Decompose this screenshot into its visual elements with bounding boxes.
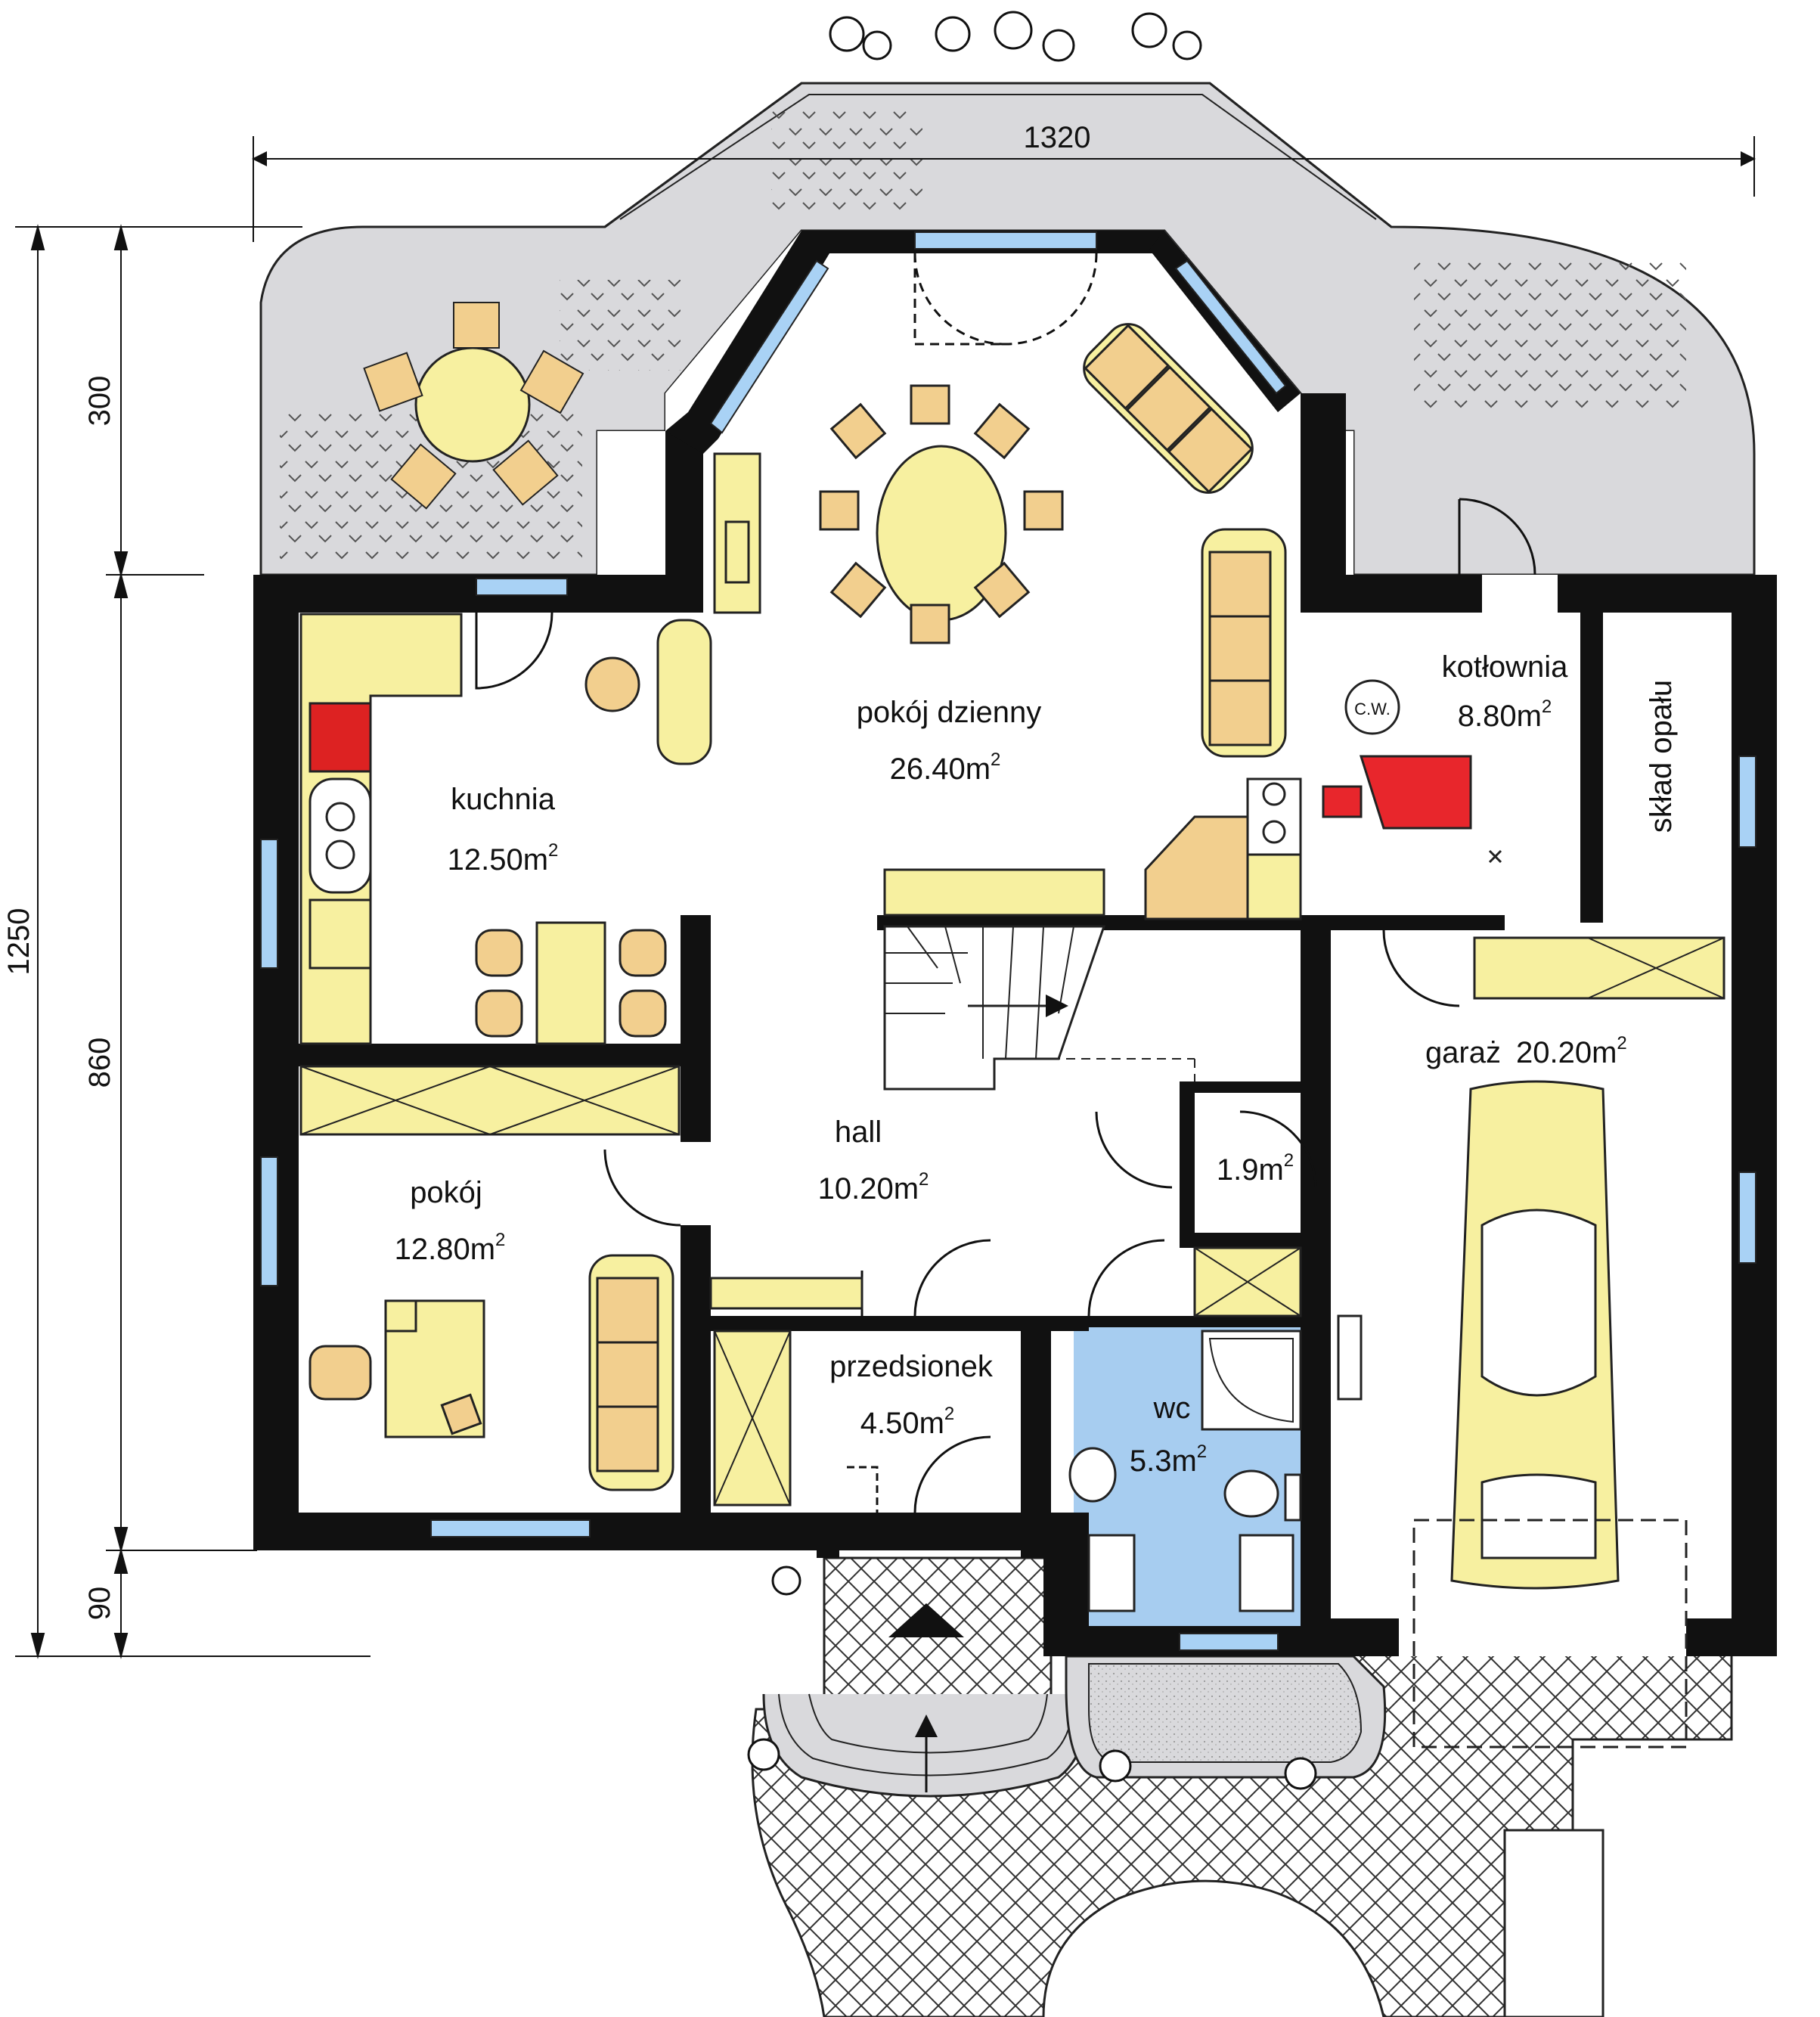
room-name-kuchnia: kuchnia xyxy=(451,783,556,816)
room-name-pokoj: pokój xyxy=(410,1176,482,1209)
dimension-labels: 1320 1250 300 860 90 xyxy=(2,121,1090,1620)
room-area-garaz: 20.20m2 xyxy=(1516,1033,1627,1069)
vestibule-furniture xyxy=(709,1277,863,1507)
room-area-pokoj: 12.80m2 xyxy=(395,1230,506,1266)
room-name-wc: wc xyxy=(1153,1392,1191,1425)
room-area-schowek: 1.9m2 xyxy=(1217,1150,1294,1187)
equipment-labels: C.W. xyxy=(1354,700,1391,718)
room-area-wc: 5.3m2 xyxy=(1130,1441,1207,1478)
room-area-pokoj-dzienny: 26.40m2 xyxy=(890,749,1001,786)
room-area-przedsionek: 4.50m2 xyxy=(860,1404,955,1440)
room-area-kotlownia: 8.80m2 xyxy=(1458,697,1552,733)
planter-bed xyxy=(1065,1655,1387,1779)
dimension-house-depth: 860 xyxy=(83,1038,116,1088)
staircase xyxy=(883,925,1195,1091)
walls xyxy=(253,231,1777,1656)
room-furniture xyxy=(309,1254,674,1491)
water-heater-label: C.W. xyxy=(1354,700,1391,718)
dimension-height-total: 1250 xyxy=(2,908,36,976)
room-name-garaz: garaż xyxy=(1425,1036,1501,1069)
dimension-entrance-depth: 90 xyxy=(83,1587,116,1621)
room-name-sklad-opalu: skład opału xyxy=(1645,680,1678,833)
dimension-terrace-depth: 300 xyxy=(83,376,116,427)
windows xyxy=(260,231,1756,1651)
dimension-width-total: 1320 xyxy=(1024,121,1091,154)
room-name-pokoj-dzienny: pokój dzienny xyxy=(857,696,1042,729)
boiler-room-equipment xyxy=(1322,679,1725,1749)
living-room-furniture xyxy=(713,323,1302,920)
room-name-kotlownia: kotłownia xyxy=(1442,650,1569,684)
doors xyxy=(475,253,1536,1513)
terrace-dining-set xyxy=(363,302,584,510)
wc-fixtures xyxy=(1068,1246,1302,1612)
plant-decoration xyxy=(747,11,1317,1790)
kitchen-furniture xyxy=(299,613,712,1136)
room-area-kuchnia: 12.50m2 xyxy=(448,840,559,877)
dimension-lines xyxy=(15,136,1756,1659)
room-area-hall: 10.20m2 xyxy=(818,1169,929,1206)
room-labels: pokój dzienny 26.40m2 kuchnia 12.50m2 ko… xyxy=(395,650,1678,1478)
room-name-przedsionek: przedsionek xyxy=(829,1350,994,1383)
room-name-hall: hall xyxy=(835,1116,882,1149)
